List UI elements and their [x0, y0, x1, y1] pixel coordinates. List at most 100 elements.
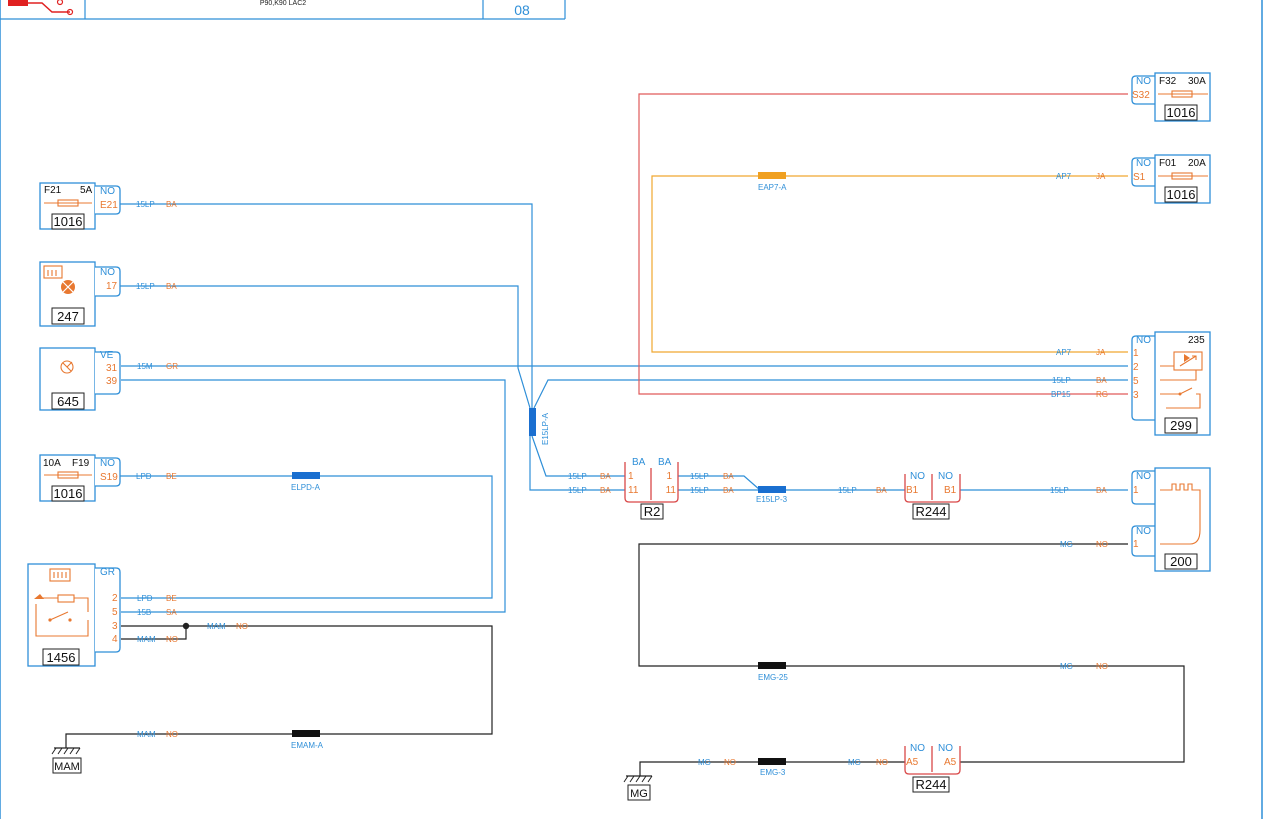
connector-r244-b1[interactable]: NO NO B1 B1 R244 [904, 471, 961, 520]
svg-text:NO: NO [1096, 540, 1108, 549]
svg-text:SA: SA [166, 608, 177, 617]
fuse-f01[interactable]: F01 20A NO S1 1016 [1131, 154, 1211, 204]
svg-text:39: 39 [106, 376, 118, 387]
svg-text:BA: BA [632, 457, 646, 468]
svg-text:EAP7-A: EAP7-A [758, 183, 787, 192]
svg-text:1: 1 [1133, 485, 1139, 496]
svg-text:A5: A5 [944, 757, 957, 768]
svg-text:5: 5 [1133, 376, 1139, 387]
page-number: 08 [514, 2, 530, 18]
svg-text:15LP: 15LP [690, 486, 709, 495]
pulse-signal-icon [1160, 483, 1201, 545]
ground-mg: MG [623, 775, 653, 801]
svg-text:LPD: LPD [136, 472, 152, 481]
splice-eap7-a: EAP7-A [758, 172, 787, 192]
svg-text:NO: NO [166, 635, 178, 644]
svg-text:1016: 1016 [54, 214, 83, 229]
component-299[interactable]: 235 NO 1 2 5 3 299 [1131, 331, 1211, 436]
svg-text:NO: NO [1096, 662, 1108, 671]
svg-text:E21: E21 [100, 200, 118, 211]
svg-text:JA: JA [1096, 348, 1106, 357]
svg-text:NO: NO [166, 730, 178, 739]
svg-text:BE: BE [166, 472, 177, 481]
svg-text:NO: NO [236, 622, 248, 631]
svg-text:BA: BA [600, 486, 611, 495]
svg-text:B1: B1 [944, 485, 957, 496]
svg-text:4: 4 [112, 634, 118, 645]
svg-text:15LP: 15LP [136, 282, 155, 291]
svg-text:1: 1 [1133, 348, 1139, 359]
svg-text:S1: S1 [1133, 172, 1146, 183]
svg-text:R2: R2 [644, 504, 661, 519]
svg-text:ELPD-A: ELPD-A [291, 483, 321, 492]
component-1456[interactable]: GR 2 5 3 4 1456 [27, 563, 121, 667]
svg-text:EMG-3: EMG-3 [760, 768, 786, 777]
splice-emg-25: EMG-25 [758, 662, 788, 682]
fuse-f01-rating: 20A [1188, 158, 1206, 169]
svg-text:BA: BA [166, 200, 177, 209]
component-247[interactable]: NO 17 247 [39, 261, 121, 327]
fuse-f21-label: F21 [44, 185, 62, 196]
svg-text:BA: BA [600, 472, 611, 481]
header-subtitle: P90,K90 LAC2 [260, 0, 306, 7]
svg-text:BA: BA [166, 282, 177, 291]
svg-text:BE: BE [166, 594, 177, 603]
svg-text:NO: NO [1136, 526, 1151, 537]
heater-lamp-icon [43, 265, 75, 294]
svg-text:BP15: BP15 [1051, 390, 1071, 399]
splice-emam-a: EMAM-A [291, 730, 324, 750]
svg-text:15LP: 15LP [568, 486, 587, 495]
svg-text:5: 5 [112, 607, 118, 618]
wire-247-15lp: 15LP BA [120, 282, 531, 409]
fuse-f19[interactable]: 10A F19 NO S19 1016 [39, 454, 121, 502]
svg-text:15M: 15M [137, 362, 153, 371]
svg-text:1016: 1016 [54, 486, 83, 501]
svg-text:NO: NO [100, 458, 115, 469]
svg-text:E15LP-A: E15LP-A [541, 412, 550, 445]
svg-text:1456: 1456 [47, 650, 76, 665]
wire-645-15m: 15M GR [121, 362, 1128, 371]
ground-icon: MG [630, 788, 648, 800]
splice-elpd-a: ELPD-A [291, 472, 321, 492]
svg-text:NO: NO [910, 471, 925, 482]
component-200[interactable]: NO 1 NO 1 200 [1131, 467, 1211, 572]
svg-text:1016: 1016 [1167, 187, 1196, 202]
svg-text:GR: GR [166, 362, 178, 371]
svg-text:NO: NO [1136, 471, 1151, 482]
component-645[interactable]: VE 31 39 645 [39, 347, 121, 411]
svg-text:15LP: 15LP [838, 486, 857, 495]
svg-text:2: 2 [112, 593, 118, 604]
svg-text:1: 1 [628, 471, 634, 482]
svg-text:11: 11 [666, 485, 677, 496]
connector-r244-a5[interactable]: NO NO A5 A5 R244 [904, 743, 961, 793]
svg-text:NO: NO [100, 186, 115, 197]
svg-text:LPD: LPD [137, 594, 153, 603]
svg-text:MAM: MAM [207, 622, 226, 631]
fuse-f32[interactable]: F32 30A NO S32 1016 [1131, 72, 1211, 122]
svg-text:NO: NO [938, 743, 953, 754]
fuse-f19-rating: 10A [43, 458, 61, 469]
svg-text:247: 247 [57, 309, 79, 324]
connector-r2[interactable]: BA BA 1 11 1 11 R2 [624, 457, 679, 520]
wire-1456-mam: MAM NO MAM NO MAM NO [65, 622, 493, 748]
svg-text:1: 1 [666, 471, 672, 482]
svg-text:15B: 15B [137, 608, 151, 617]
svg-text:15LP: 15LP [136, 200, 155, 209]
svg-text:3: 3 [1133, 390, 1139, 401]
splice-emg-3: EMG-3 [758, 758, 786, 777]
fuse-f21[interactable]: F21 5A NO E21 1016 [39, 182, 121, 230]
svg-text:1: 1 [1133, 539, 1139, 550]
svg-text:299: 299 [1170, 418, 1192, 433]
svg-text:645: 645 [57, 394, 79, 409]
svg-text:RG: RG [1096, 390, 1108, 399]
splice-e15lp-3: E15LP-3 [756, 486, 788, 504]
svg-text:GR: GR [100, 567, 115, 578]
svg-text:3: 3 [112, 621, 118, 632]
svg-text:EMG-25: EMG-25 [758, 673, 788, 682]
wire-f01-ap7: AP7 JA AP7 JA [651, 172, 1128, 357]
svg-text:2: 2 [1133, 362, 1139, 373]
svg-text:11: 11 [628, 485, 639, 496]
splice-e15lp-a: E15LP-A [529, 408, 550, 445]
fuse-f01-label: F01 [1159, 158, 1177, 169]
